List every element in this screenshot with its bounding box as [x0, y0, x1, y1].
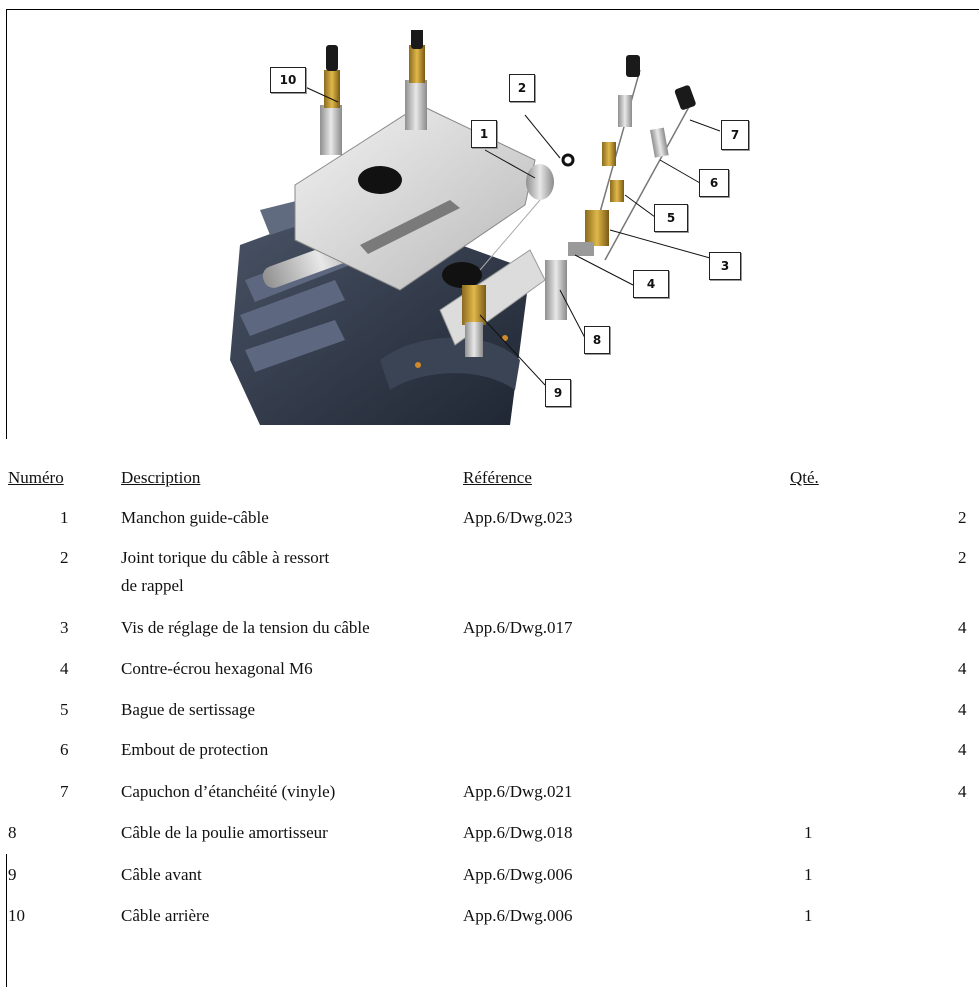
- row-qty: 4: [958, 618, 967, 637]
- row-number: 3: [60, 618, 69, 637]
- row-number: 4: [60, 659, 69, 678]
- top-plate: [294, 104, 546, 346]
- callout-10: 10: [270, 67, 306, 93]
- row-qty: 4: [958, 659, 967, 678]
- row-description: Joint torique du câble à ressort: [121, 548, 330, 567]
- row-number: 5: [60, 700, 69, 719]
- row-number: 10: [8, 906, 25, 925]
- exploded-view-drawing: [230, 25, 736, 425]
- row-reference: App.6/Dwg.006: [463, 865, 573, 884]
- row-description: Embout de protection: [121, 740, 269, 759]
- row-qty: 4: [958, 782, 967, 801]
- callout-1: 1: [471, 120, 497, 148]
- row-number: 9: [8, 865, 17, 884]
- callout-8: 8: [584, 326, 610, 354]
- row-description: Capuchon d’étanchéité (vinyle): [121, 782, 336, 801]
- page-frame-left-lower: [6, 854, 7, 987]
- callout-2: 2: [509, 74, 535, 102]
- left-adjusters: [320, 25, 427, 155]
- row-number: 1: [60, 508, 69, 527]
- exploded-parts: [415, 55, 696, 368]
- row-reference: App.6/Dwg.021: [463, 782, 573, 801]
- row-qty: 1: [804, 906, 813, 925]
- callout-9: 9: [545, 379, 571, 407]
- row-reference: App.6/Dwg.006: [463, 906, 573, 925]
- row-qty: 1: [804, 823, 813, 842]
- row-reference: App.6/Dwg.023: [463, 508, 573, 527]
- callout-4: 4: [633, 270, 669, 298]
- row-description: Câble avant: [121, 865, 202, 884]
- page-frame-left: [6, 9, 7, 439]
- row-number: 7: [60, 782, 69, 801]
- row-qty: 4: [958, 740, 967, 759]
- row-number: 2: [60, 548, 69, 567]
- row-description: Câble arrière: [121, 906, 210, 925]
- row-description-line2: de rappel: [121, 576, 184, 595]
- row-description: Manchon guide-câble: [121, 508, 269, 527]
- callout-3: 3: [709, 252, 741, 280]
- row-description: Bague de sertissage: [121, 700, 256, 719]
- row-description: Contre-écrou hexagonal M6: [121, 659, 313, 678]
- header-number: Numéro: [8, 468, 64, 487]
- row-number: 6: [60, 740, 69, 759]
- page-frame-top: [6, 9, 979, 10]
- row-qty: 1: [804, 865, 813, 884]
- row-qty: 4: [958, 700, 967, 719]
- callout-5: 5: [654, 204, 688, 232]
- row-number: 8: [8, 823, 17, 842]
- row-reference: App.6/Dwg.017: [463, 618, 573, 637]
- callout-6: 6: [699, 169, 729, 197]
- row-qty: 2: [958, 508, 967, 527]
- row-qty: 2: [958, 548, 967, 567]
- assembly-figure: 10 2 1 7 6 5 3 4 8 9: [200, 25, 770, 430]
- header-description: Description: [121, 468, 201, 487]
- callout-7: 7: [721, 120, 749, 150]
- row-description: Vis de réglage de la tension du câble: [121, 618, 370, 637]
- row-reference: App.6/Dwg.018: [463, 823, 573, 842]
- row-description: Câble de la poulie amortisseur: [121, 823, 328, 842]
- header-qty: Qté.: [790, 468, 819, 487]
- header-reference: Référence: [463, 468, 532, 487]
